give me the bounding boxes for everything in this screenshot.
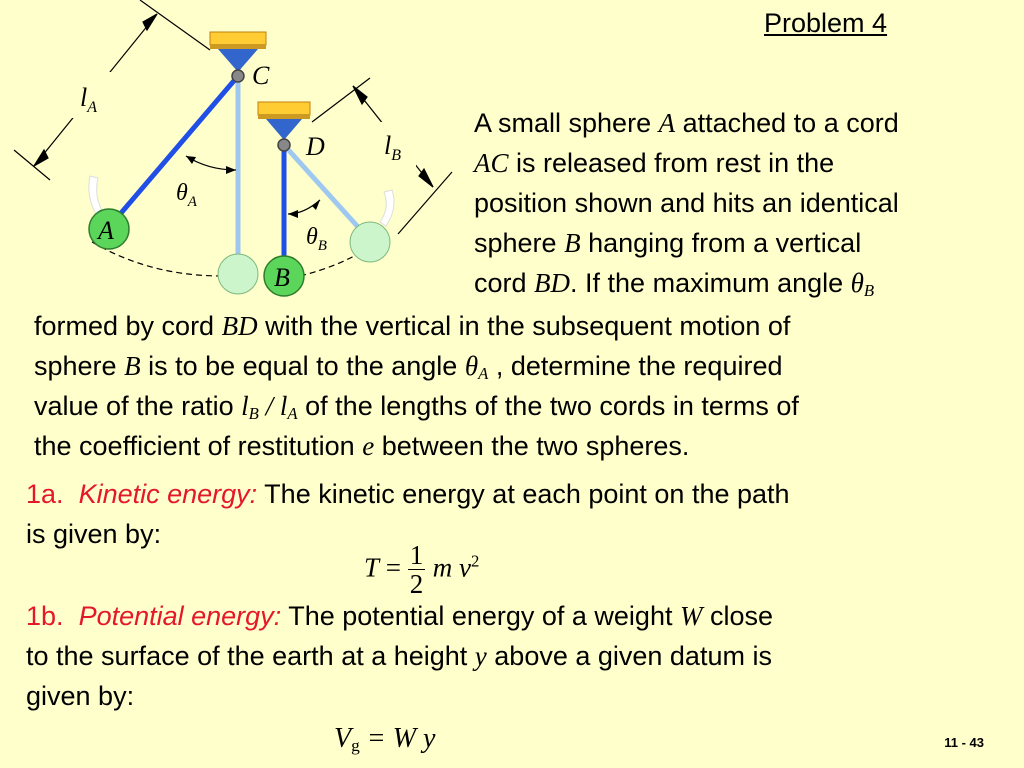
sphere-B <box>263 255 305 297</box>
section-potential-energy: 1b. Potential energy: The potential ener… <box>26 596 773 716</box>
swing-marker-left <box>88 175 103 215</box>
section-heading: Potential energy: <box>78 601 282 631</box>
text-line: 1b. Potential energy: The potential ener… <box>26 601 774 631</box>
label-C: C <box>252 61 270 90</box>
label-lB: lB <box>384 131 401 164</box>
dimension-lB <box>311 77 453 235</box>
sphere-A <box>88 208 130 250</box>
text-line: is given by: <box>26 519 162 549</box>
section-heading: Kinetic energy: <box>78 479 258 509</box>
sphere-ghost-A <box>217 253 259 295</box>
text-line: A small sphere A attached to a cord <box>474 108 899 138</box>
label-thetaB: θB <box>306 224 327 254</box>
label-D: D <box>305 132 325 161</box>
text-line: 1a. Kinetic energy: The kinetic energy a… <box>26 479 790 509</box>
text-line: given by: <box>26 681 135 711</box>
slide-number: 11 - 43 <box>944 735 984 750</box>
section-number: 1b. <box>26 601 64 631</box>
text-line: the coefficient of restitution e between… <box>34 431 690 461</box>
section-kinetic-energy: 1a. Kinetic energy: The kinetic energy a… <box>26 474 790 554</box>
sphere-ghost-B <box>349 221 391 263</box>
text-line: value of the ratio lB / lA of the length… <box>34 391 799 423</box>
swing-marker-right <box>379 189 395 227</box>
label-box-lA <box>70 72 112 118</box>
pendulum-diagram: C D A B lA lB θA θB <box>13 0 453 297</box>
text-line: cord BD. If the maximum angle θB <box>474 268 875 300</box>
problem-statement-lower: formed by cord BD with the vertical in t… <box>34 306 799 466</box>
support-C <box>209 31 267 72</box>
text-line: position shown and hits an identical <box>474 188 899 218</box>
text-line: sphere B hanging from a vertical <box>474 228 862 258</box>
page-title: Problem 4 <box>764 8 888 38</box>
problem-statement-upper: A small sphere A attached to a cord AC i… <box>474 103 899 303</box>
label-box-lB <box>376 122 416 168</box>
cord-AC <box>108 74 240 228</box>
pivot-C <box>231 69 245 83</box>
pivot-D <box>277 138 291 152</box>
label-B: B <box>274 263 290 292</box>
label-lA: lA <box>80 83 97 116</box>
text-line: sphere B is to be equal to the angle θA … <box>34 351 783 383</box>
text-line: to the surface of the earth at a height … <box>26 641 772 671</box>
support-D <box>257 101 311 140</box>
cord-D-swung <box>282 143 370 240</box>
text-line: AC is released from rest in the <box>474 148 835 178</box>
label-A: A <box>96 216 114 245</box>
label-thetaA: θA <box>176 180 198 210</box>
section-number: 1a. <box>26 479 64 509</box>
equation-potential: Vg = W y <box>334 723 436 755</box>
text-line: formed by cord BD with the vertical in t… <box>34 311 791 341</box>
